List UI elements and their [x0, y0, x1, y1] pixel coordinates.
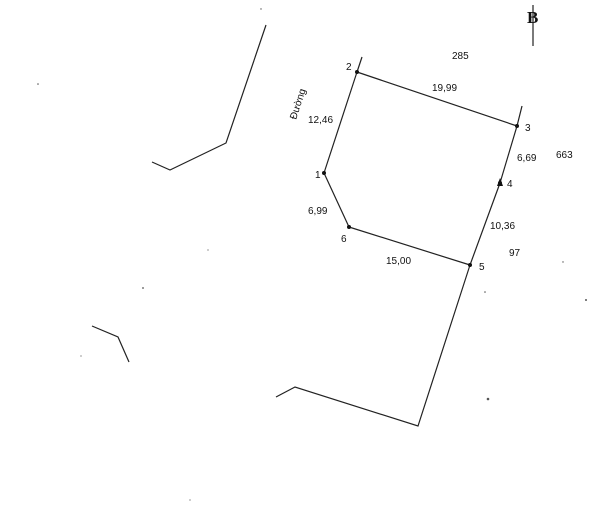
edge-3-4-length: 6,69	[517, 153, 537, 164]
speck	[585, 299, 587, 301]
edge-6-5	[348, 226, 471, 266]
speck	[189, 499, 191, 501]
edge-1-6	[323, 172, 350, 228]
vertex-6-point	[347, 225, 351, 229]
edge-1-2	[323, 71, 358, 174]
north-arrow: B	[527, 5, 538, 46]
speck	[484, 291, 486, 293]
edge-extension-3	[516, 105, 523, 127]
edge-2-3	[356, 71, 518, 127]
edge-2-3-length: 19,99	[432, 83, 457, 94]
edge-4-5-length: 10,36	[490, 221, 515, 232]
vertex-5-label: 5	[479, 262, 485, 273]
vertex-3-label: 3	[525, 123, 531, 134]
neighbor-boundary-bottom	[275, 264, 471, 427]
edge-3-4	[499, 125, 518, 184]
vertex-1-label: 1	[315, 170, 321, 181]
edge-1-6-length: 6,99	[308, 206, 328, 217]
edge-4-5	[469, 182, 501, 266]
north-label: B	[527, 8, 538, 27]
vertex-1-point	[322, 171, 326, 175]
speck	[37, 83, 39, 85]
speck	[142, 287, 144, 289]
road-label: Đường	[288, 87, 308, 120]
vertex-6-label: 6	[341, 234, 347, 245]
vertex-2-point	[355, 70, 359, 74]
speck	[260, 8, 262, 10]
parcel-number-663: 663	[556, 150, 573, 161]
edge-extension-2	[356, 56, 363, 73]
speck	[80, 355, 82, 357]
speck	[486, 397, 490, 401]
scan-specks	[37, 8, 587, 501]
edge-6-5-length: 15,00	[386, 256, 411, 267]
parcel-number-97: 97	[509, 248, 521, 259]
edge-1-2-length: 12,46	[308, 115, 333, 126]
speck	[562, 261, 564, 263]
parcel-boundary	[323, 71, 518, 266]
parcel-number-285: 285	[452, 51, 469, 62]
vertex-2-label: 2	[346, 62, 352, 73]
vertex-3-point	[515, 124, 519, 128]
neighbor-boundary-left	[91, 325, 130, 363]
vertex-4-point	[498, 181, 502, 185]
neighbor-boundary-top-left	[151, 24, 267, 171]
vertex-5-point	[468, 263, 472, 267]
vertex-4-label: 4	[507, 179, 513, 190]
speck	[207, 249, 209, 251]
